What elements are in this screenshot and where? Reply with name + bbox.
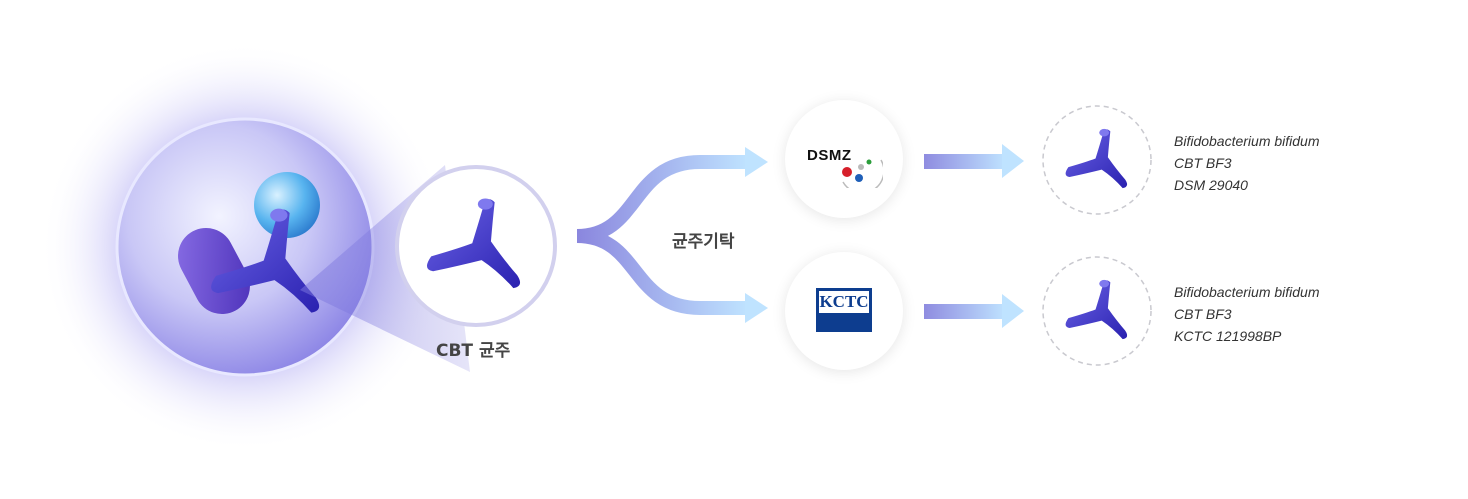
kctc-logo-text: KCTC <box>819 292 869 311</box>
kctc-logo-card: KCTC <box>785 252 903 370</box>
dsmz-logo-card: DSMZ <box>785 100 903 218</box>
strain-name: CBT BF3 <box>1174 306 1232 322</box>
accession-number: KCTC 121998BP <box>1174 328 1282 344</box>
species-name: Bifidobacterium bifidum <box>1174 284 1320 300</box>
cell-illustration <box>40 42 450 452</box>
strain-name: CBT BF3 <box>1174 155 1232 171</box>
arrow-dsmz <box>924 144 1024 178</box>
arrow-kctc <box>924 294 1024 328</box>
branch-arrows <box>576 147 768 323</box>
dsmz-logo-icon <box>842 159 883 188</box>
strain-info-dsmz: Bifidobacterium bifidum CBT BF3 DSM 2904… <box>1174 130 1320 196</box>
blue-sphere-icon <box>254 172 320 238</box>
dsmz-logo-text: DSMZ <box>807 147 852 164</box>
species-name: Bifidobacterium bifidum <box>1174 133 1320 149</box>
accession-number: DSM 29040 <box>1174 177 1248 193</box>
rod-bacteria-icon <box>178 227 250 315</box>
strain-info-kctc: Bifidobacterium bifidum CBT BF3 KCTC 121… <box>1174 281 1320 347</box>
deposit-label: 균주기탁 <box>672 232 735 252</box>
magnified-circle <box>395 165 557 327</box>
result-dsmz <box>1042 105 1152 215</box>
result-kctc <box>1042 256 1152 366</box>
kctc-logo-icon: KCTC <box>816 288 872 332</box>
source-label: CBT 균주 <box>436 341 511 361</box>
